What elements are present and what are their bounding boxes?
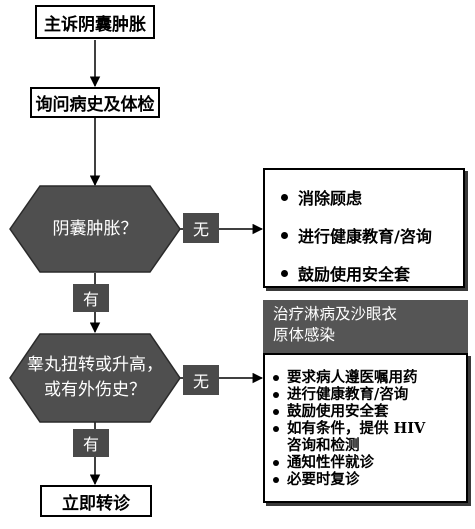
treatment-actions-box: 要求病人遵医嘱用药 进行健康教育/咨询 鼓励使用安全套 如有条件，提供 HIV … xyxy=(263,353,468,503)
decision2-shape xyxy=(9,333,181,423)
end-box: 立即转诊 xyxy=(40,485,152,517)
list-item: 通知性伴就诊 xyxy=(273,454,466,471)
bullet-icon xyxy=(273,409,279,415)
list-item: 进行健康教育/咨询 xyxy=(273,386,466,403)
list-item: 必要时复诊 xyxy=(273,471,466,488)
decision1-label: 阴囊肿胀？ xyxy=(52,218,138,239)
history-label: 询问病史及体检 xyxy=(35,95,155,115)
decision2-label-line1: 睾丸扭转或升高， xyxy=(27,355,163,375)
bullet-icon xyxy=(281,231,288,239)
bullet-icon xyxy=(273,477,279,483)
treatment-header: 治疗淋病及沙眼衣 原体感染 xyxy=(263,300,468,354)
edge-yes1-tag: 有 xyxy=(73,284,109,312)
start-label: 主诉阴囊肿胀 xyxy=(44,14,146,35)
bullet-icon xyxy=(273,460,279,466)
list-item: 鼓励使用安全套 xyxy=(273,403,466,420)
edge-no2-tag: 无 xyxy=(183,365,219,395)
decision1-shape xyxy=(9,185,181,273)
bullet-icon xyxy=(281,193,288,201)
start-box: 主诉阴囊肿胀 xyxy=(35,5,155,39)
treatment-header-line1: 治疗淋病及沙眼衣 xyxy=(273,305,398,323)
list-item: 消除顾虑 xyxy=(281,178,463,216)
bullet-icon xyxy=(273,426,279,432)
no-swelling-actions-list: 消除顾虑 进行健康教育/咨询 鼓励使用安全套 xyxy=(281,178,463,292)
list-item: 进行健康教育/咨询 xyxy=(281,216,463,254)
treatment-actions-list: 要求病人遵医嘱用药 进行健康教育/咨询 鼓励使用安全套 如有条件，提供 HIV … xyxy=(273,369,466,488)
bullet-icon xyxy=(273,392,279,398)
list-item: 要求病人遵医嘱用药 xyxy=(273,369,466,386)
list-item: 鼓励使用安全套 xyxy=(281,254,463,292)
history-box: 询问病史及体检 xyxy=(30,87,160,118)
treatment-header-line2: 原体感染 xyxy=(273,326,336,344)
edge-no1-tag: 无 xyxy=(183,213,219,243)
bullet-icon xyxy=(281,269,288,277)
edge-yes2-tag: 有 xyxy=(73,429,109,457)
bullet-icon xyxy=(273,375,279,381)
decision2-label: 睾丸扭转或升高， 或有外伤史？ xyxy=(22,352,168,404)
end-label: 立即转诊 xyxy=(62,493,130,514)
decision2-label-line2: 或有外伤史？ xyxy=(44,380,146,400)
list-item: 如有条件，提供 HIV 咨询和检测 xyxy=(273,420,466,454)
no-swelling-actions-box: 消除顾虑 进行健康教育/咨询 鼓励使用安全套 xyxy=(263,168,465,288)
